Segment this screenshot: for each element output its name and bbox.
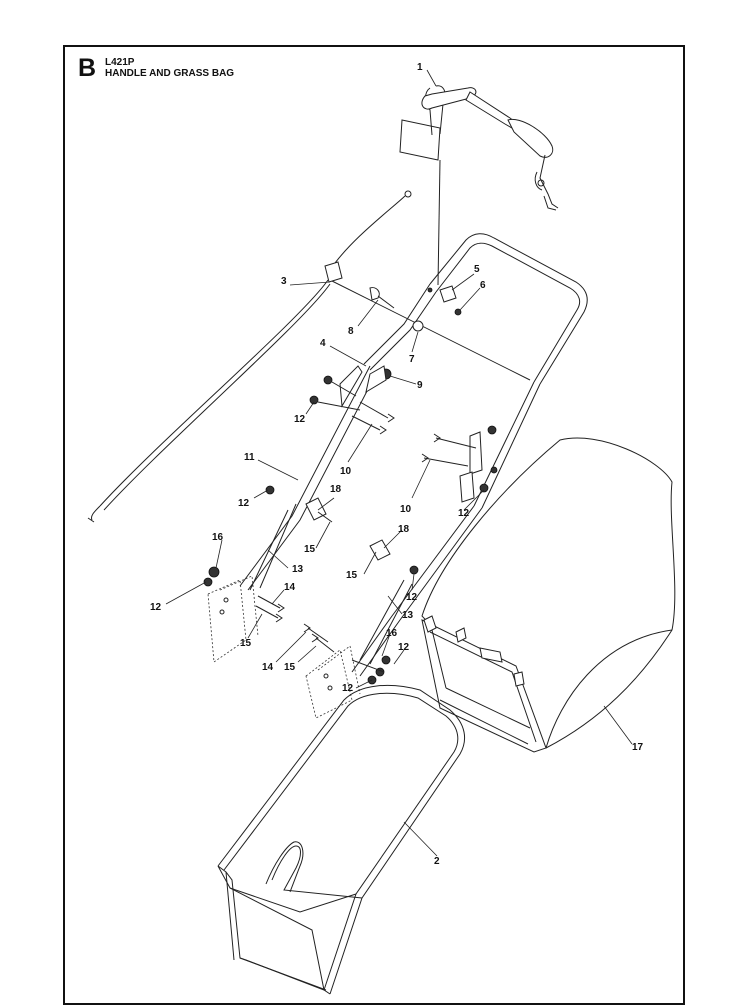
callout-5: 5 [474, 264, 480, 275]
model-number: L421P [105, 57, 135, 68]
callout-7: 7 [409, 354, 415, 365]
part-hardware-upper [369, 285, 462, 380]
part-right-bracket [421, 425, 498, 503]
section-letter: B [78, 54, 97, 82]
callout-10b: 10 [400, 504, 412, 515]
part-lower-left-assembly [203, 485, 333, 663]
part-grass-bag-frame [217, 684, 466, 995]
diagram-title: HANDLE AND GRASS BAG [105, 68, 235, 79]
callout-4: 4 [320, 338, 326, 349]
part-lower-right-assembly [303, 539, 419, 719]
callout-14a: 14 [284, 582, 296, 593]
callout-3: 3 [281, 276, 287, 287]
callout-17: 17 [632, 742, 644, 753]
callout-18a: 18 [330, 484, 342, 495]
callout-11: 11 [244, 452, 255, 463]
callout-12d: 12 [458, 508, 470, 519]
callout-15d: 15 [284, 662, 296, 673]
part-grass-bag [421, 437, 676, 753]
callout-6: 6 [480, 280, 486, 291]
callout-10a: 10 [340, 466, 352, 477]
callout-13a: 13 [292, 564, 304, 575]
part-label-plate [399, 119, 441, 286]
callout-12c: 12 [150, 602, 162, 613]
callout-12b: 12 [238, 498, 250, 509]
diagram-frame [63, 45, 685, 1005]
callout-1: 1 [417, 62, 423, 73]
callout-15c: 15 [240, 638, 252, 649]
callout-2: 2 [434, 856, 440, 867]
part-left-bracket [309, 365, 395, 435]
part-upper-handle-grip [421, 85, 559, 211]
callout-12g: 12 [342, 683, 354, 694]
callout-15b: 15 [346, 570, 358, 581]
callout-18b: 18 [398, 524, 410, 535]
callout-13b: 13 [402, 610, 414, 621]
callout-16a: 16 [212, 532, 224, 543]
callout-15a: 15 [304, 544, 316, 555]
callout-12a: 12 [294, 414, 306, 425]
part-control-cable [87, 190, 412, 523]
callout-labels: 1 2 3 4 5 6 7 8 9 10 10 11 12 12 12 12 1… [150, 62, 644, 867]
callout-9: 9 [417, 380, 423, 391]
callout-12f: 12 [398, 642, 410, 653]
callout-14b: 14 [262, 662, 274, 673]
callout-12e: 12 [406, 592, 418, 603]
callout-16b: 16 [386, 628, 398, 639]
leader-lines [165, 69, 633, 857]
callout-8: 8 [348, 326, 354, 337]
